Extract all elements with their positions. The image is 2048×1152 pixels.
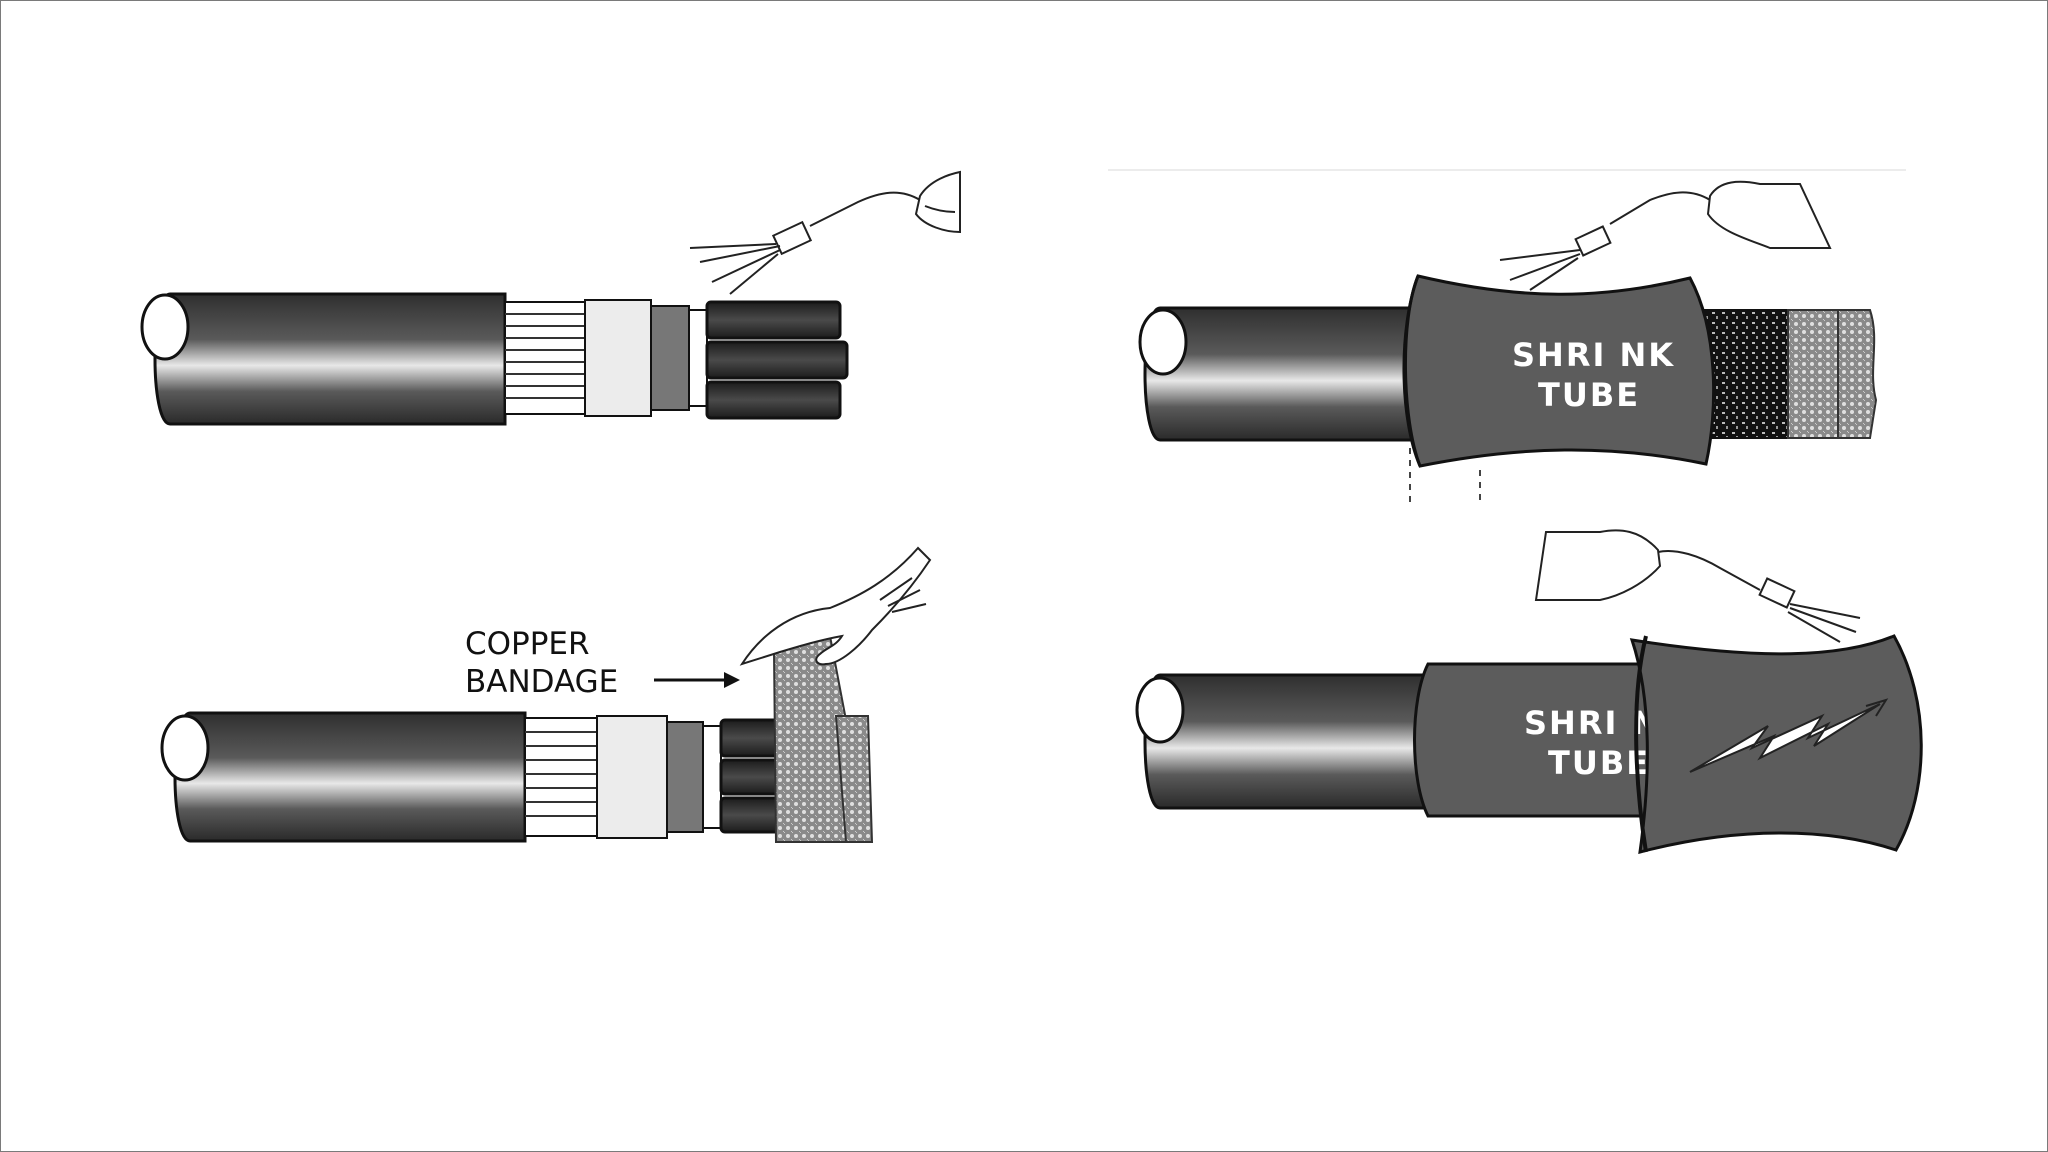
copper-bandage-label: COPPER BANDAGE	[465, 626, 618, 700]
panel-shrink-tube-heating: SHRI NK TUBE	[1135, 529, 1923, 855]
cable-jacket	[173, 711, 527, 843]
torch-icon	[689, 170, 961, 295]
three-cores	[688, 300, 849, 420]
torch-icon	[1499, 180, 1832, 291]
cable-end-cap	[160, 714, 210, 782]
armor-wires	[504, 301, 586, 415]
bedding-layer	[666, 721, 704, 833]
label-line-1: COPPER	[465, 626, 590, 662]
bedding-layer	[650, 305, 690, 411]
label-line-2: BANDAGE	[465, 664, 618, 700]
tube-label-line-1: SHRI NK	[1512, 336, 1675, 374]
position-marks	[1409, 448, 1481, 506]
three-cores	[702, 718, 783, 834]
lightning-icon	[1689, 698, 1889, 773]
cable-end-cap	[1138, 308, 1188, 376]
cable-jacket	[153, 292, 507, 426]
armor-wires	[524, 717, 598, 837]
tube-label-line-2: TUBE	[1548, 744, 1650, 782]
tube-label-line-2: TUBE	[1538, 376, 1640, 414]
cable-jacket	[1143, 673, 1442, 810]
shrunk-tube	[1413, 662, 1682, 818]
panel-copper-bandage: COPPER BANDAGE	[160, 546, 932, 843]
hand-icon	[739, 546, 932, 666]
shrink-tube-label: SHRI NK TUBE	[1512, 336, 1675, 414]
panel-shrink-tube-positioning: SHRI NK TUBE	[1108, 169, 1906, 506]
splice-body	[1699, 309, 1878, 439]
torch-icon	[1534, 529, 1861, 643]
arrow-icon	[654, 672, 740, 688]
cable-end-cap	[140, 293, 190, 361]
inner-sheath	[584, 299, 652, 417]
panel-stripped-cable	[140, 170, 961, 426]
copper-bandage-wrap	[772, 634, 874, 843]
cable-end-cap	[1135, 676, 1185, 744]
inner-sheath	[596, 715, 668, 839]
